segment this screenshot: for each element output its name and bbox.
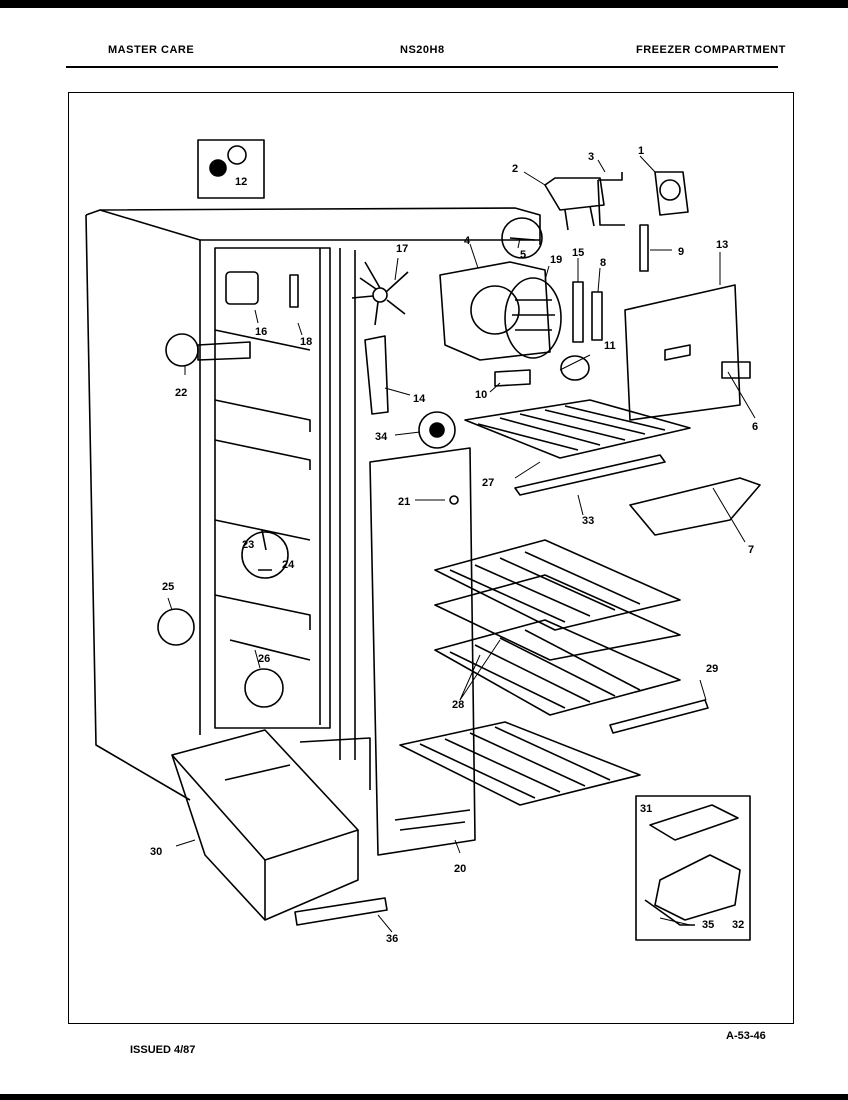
freezer-shelves — [399, 539, 709, 806]
evaporator-cover — [624, 284, 751, 421]
callout-27: 27 — [482, 477, 494, 489]
callout-6: 6 — [752, 421, 758, 433]
callout-21: 21 — [398, 496, 410, 508]
leader-lines — [167, 155, 756, 933]
section-title: FREEZER COMPARTMENT — [636, 44, 786, 56]
callout-1: 1 — [638, 145, 644, 157]
callout-32: 32 — [732, 919, 744, 931]
diagram-code: A-53-46 — [726, 1030, 766, 1042]
callout-12: 12 — [235, 176, 247, 188]
callout-29: 29 — [706, 663, 718, 675]
cabinet-liner — [85, 207, 541, 801]
bottom-border-rule — [0, 1094, 848, 1100]
callout-33: 33 — [582, 515, 594, 527]
callout-34: 34 — [375, 431, 388, 443]
door-bin-small — [629, 477, 761, 536]
rear-panel — [369, 447, 476, 856]
callout-2: 2 — [512, 163, 518, 175]
callout-3: 3 — [588, 151, 594, 163]
callout-10: 10 — [475, 389, 487, 401]
callout-8: 8 — [600, 257, 606, 269]
callout-15: 15 — [572, 247, 584, 259]
callout-18: 18 — [300, 336, 312, 348]
part-12-inset — [197, 139, 265, 199]
upper-shelf — [464, 399, 691, 496]
damper-control-parts — [544, 171, 689, 272]
callout-25: 25 — [162, 581, 174, 593]
callout-14: 14 — [413, 393, 426, 405]
callout-numbers: 1 2 3 4 5 6 7 8 9 10 11 12 13 14 15 16 1… — [150, 145, 758, 945]
callout-9: 9 — [678, 246, 684, 258]
callout-30: 30 — [150, 846, 162, 858]
callout-4: 4 — [464, 235, 471, 247]
callout-35: 35 — [702, 919, 714, 931]
cabinet-hardware — [157, 271, 299, 708]
callout-26: 26 — [258, 653, 270, 665]
callout-13: 13 — [716, 239, 728, 251]
header-divider — [66, 66, 778, 68]
callout-17: 17 — [396, 243, 408, 255]
callout-24: 24 — [282, 559, 295, 571]
evaporator-fan-assembly — [351, 217, 603, 449]
brand-label: MASTER CARE — [108, 44, 195, 56]
issued-date: ISSUED 4/87 — [130, 1044, 196, 1056]
callout-22: 22 — [175, 387, 187, 399]
callout-7: 7 — [748, 544, 754, 556]
callout-31: 31 — [640, 803, 652, 815]
callout-36: 36 — [386, 933, 398, 945]
callout-19: 19 — [550, 254, 562, 266]
callout-20: 20 — [454, 863, 466, 875]
callout-11: 11 — [604, 340, 616, 352]
model-number: NS20H8 — [400, 44, 445, 56]
top-border-rule — [0, 0, 848, 8]
callout-23: 23 — [242, 539, 254, 551]
diagram-frame — [68, 92, 794, 1024]
callout-28: 28 — [452, 699, 464, 711]
freezer-basket — [171, 729, 388, 926]
callout-5: 5 — [520, 249, 526, 261]
callout-16: 16 — [255, 326, 267, 338]
